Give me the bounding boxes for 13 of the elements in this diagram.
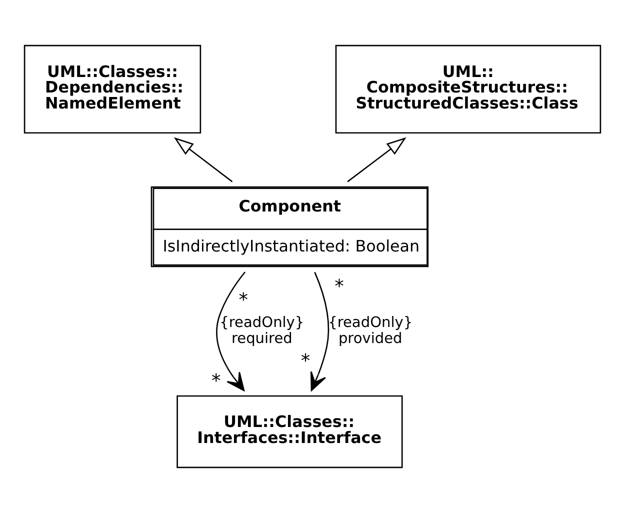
node-box: UML::Classes:: Dependencies:: NamedElement [24,44,202,134]
label: * [300,350,310,372]
arrow [347,136,406,182]
arrow [310,271,330,391]
arrow [174,136,233,182]
edge-label: {readOnly} provided [328,314,413,346]
label: * [238,289,248,310]
node-box: UML::Classes:: Interfaces::Interface [176,394,403,468]
label: * [211,370,221,392]
node-box: UML:: CompositeStructures:: StructuredClasses::Class [335,44,602,134]
edge-label: {readOnly} required [220,314,304,346]
arrow [216,271,246,391]
label: * [334,276,344,298]
